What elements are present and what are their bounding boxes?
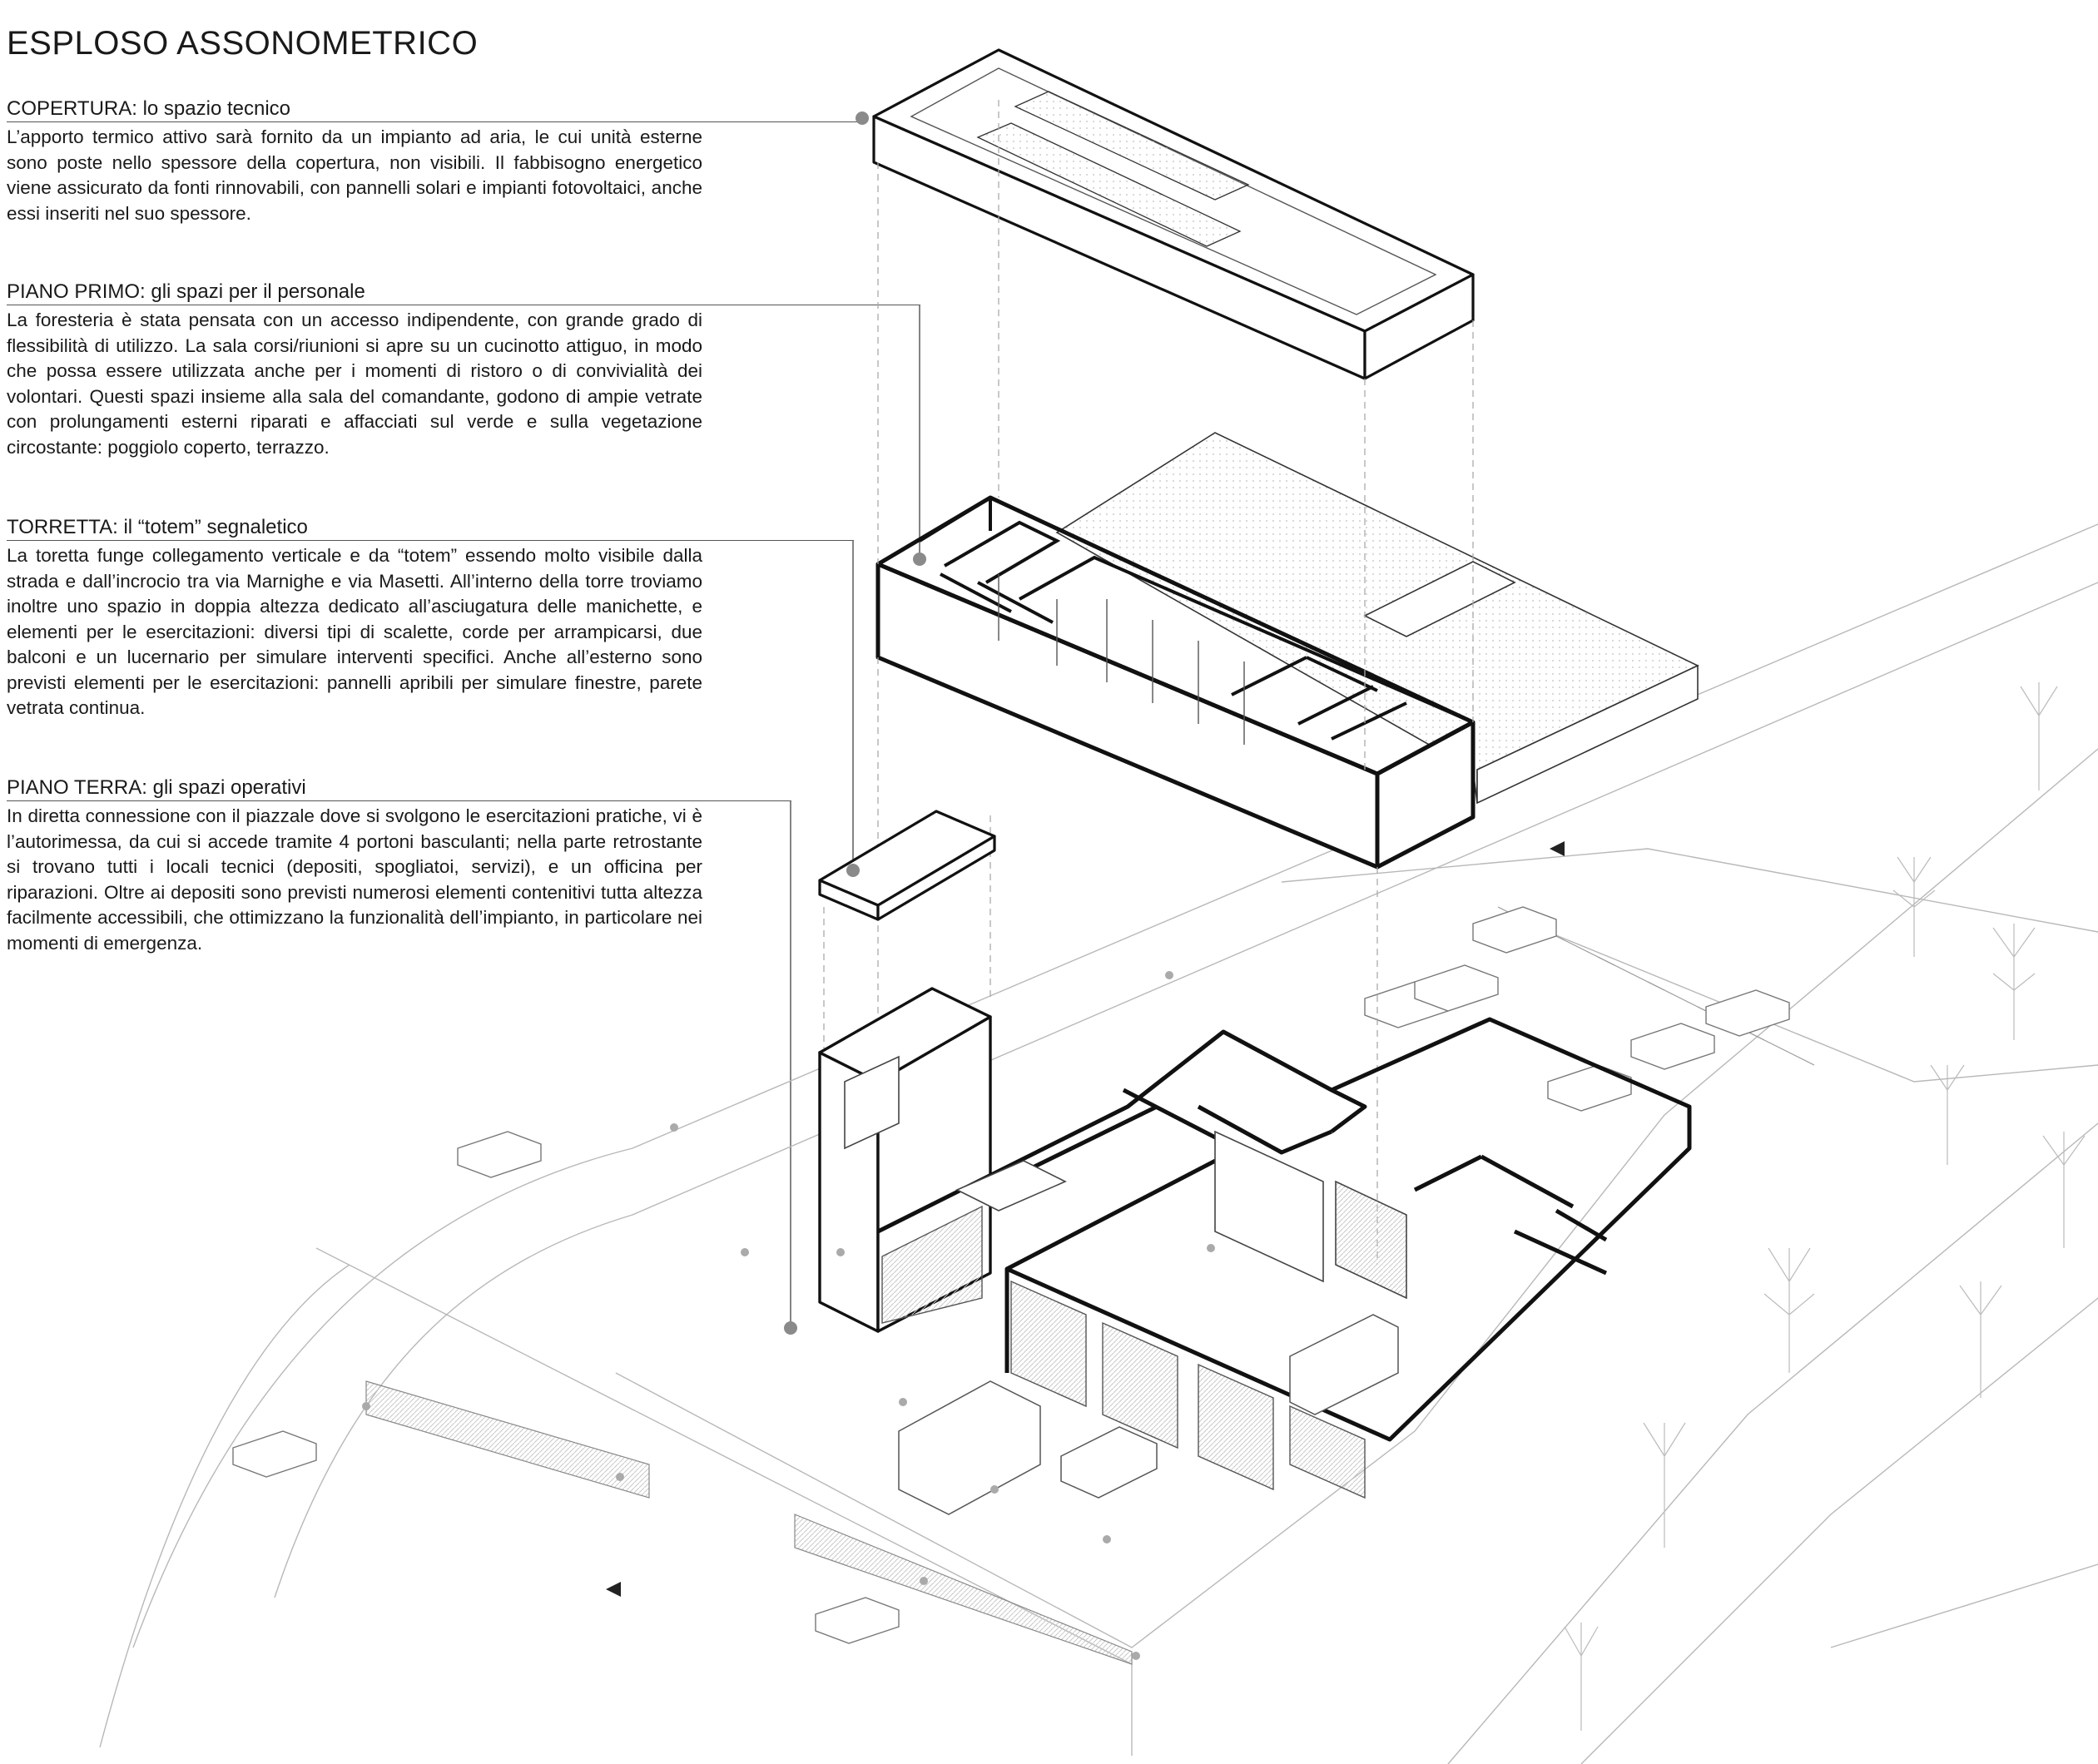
arrow-left-1	[1550, 841, 1565, 856]
car-8	[232, 1430, 317, 1478]
plot-boundary-2	[615, 748, 2098, 1648]
marker-first-floor	[913, 552, 926, 566]
car-9	[815, 1597, 900, 1644]
outer-wall	[876, 1017, 1692, 1442]
garage-door-4	[1289, 1405, 1366, 1499]
inner-wall-5	[1513, 1208, 1608, 1276]
interior-elements	[844, 1055, 1407, 1300]
section-ground-floor: PIANO TERRA: gli spazi operativi In dire…	[7, 775, 791, 956]
garage-door-2	[1102, 1321, 1178, 1449]
plot-boundary	[315, 1247, 1133, 1756]
trees	[1564, 682, 2086, 1731]
section-body: In diretta connessione con il piazzale d…	[7, 805, 702, 954]
section-heading: COPERTURA: lo spazio tecnico	[7, 97, 291, 120]
section-body: La foresteria è stata pensata con un acc…	[7, 310, 702, 458]
page-title: ESPLOSO ASSONOMETRICO	[7, 25, 479, 62]
fire-trucks	[898, 1314, 1399, 1515]
car-4	[1630, 1023, 1715, 1070]
parking-edge	[1281, 848, 2098, 933]
road-edge	[274, 582, 2098, 1598]
car-3	[1414, 964, 1499, 1012]
roof-parapet	[910, 67, 1437, 315]
stair	[955, 1160, 1067, 1212]
garage-doors	[881, 1205, 1366, 1499]
parking-edge-2	[1547, 931, 2098, 1083]
tower-door	[881, 1205, 983, 1324]
section-first-floor: PIANO PRIMO: gli spazi per il personale …	[7, 280, 920, 460]
slope-line-2	[1580, 1297, 2098, 1764]
fire-truck-1	[898, 1380, 1041, 1515]
parked-cars	[232, 906, 1790, 1644]
arrow-left-2	[606, 1582, 621, 1597]
marker-ground-floor	[784, 1321, 797, 1335]
floor-side	[1375, 720, 1476, 870]
inner-wall-2	[1197, 1104, 1332, 1155]
tower-slab	[818, 810, 996, 921]
car-6	[1547, 1064, 1632, 1112]
marker-tower	[846, 864, 860, 877]
panel-row-2	[976, 122, 1242, 247]
car-7	[457, 1131, 542, 1178]
core-block	[1214, 1130, 1324, 1283]
section-tower: TORRETTA: il “totem” segnaletico La tore…	[7, 515, 854, 721]
slope-line-3	[1830, 1563, 2098, 1648]
fences	[365, 1380, 1133, 1665]
people	[362, 971, 1215, 1660]
street-edge	[99, 1264, 350, 1748]
fence-bottom	[794, 1514, 1133, 1665]
car-1	[1472, 906, 1557, 954]
slope-line-1	[1447, 1122, 2098, 1764]
fence-left	[365, 1380, 650, 1499]
balcony-box	[844, 1055, 900, 1150]
garage-door-1	[1010, 1280, 1087, 1408]
inner-wall-3	[1330, 1088, 1367, 1133]
leader-connectors	[790, 305, 920, 1328]
marker-roof	[856, 111, 869, 125]
section-heading: PIANO PRIMO: gli spazi per il personale	[7, 280, 365, 303]
car-5	[1705, 989, 1790, 1037]
shelving	[1335, 1180, 1407, 1300]
first-floor-windows	[998, 574, 1245, 745]
garage-divider	[1005, 1154, 1225, 1271]
section-roof: COPERTURA: lo spazio tecnico L’apporto t…	[7, 97, 862, 226]
leader-line	[7, 121, 862, 122]
fire-truck-2	[1289, 1314, 1399, 1415]
garage-door-3	[1198, 1363, 1274, 1491]
skylight-first-floor	[1363, 561, 1516, 637]
terrace-edge	[1476, 664, 1699, 805]
ground-floor-walls	[876, 1017, 1692, 1442]
leader-line	[7, 540, 854, 541]
inner-wall-4	[1413, 1154, 1575, 1209]
dashed-guides	[823, 100, 1474, 1265]
tower-top	[818, 987, 992, 1083]
section-body: La toretta funge collegamento verticale …	[7, 545, 702, 718]
leader-line	[7, 800, 791, 801]
direction-arrows	[606, 841, 1565, 1597]
panel-row-1	[1014, 91, 1250, 201]
section-heading: TORRETTA: il “totem” segnaletico	[7, 516, 308, 538]
road-curve	[132, 523, 2098, 1648]
section-body: L’apporto termico attivo sarà fornito da…	[7, 126, 702, 224]
solar-panels	[976, 91, 1250, 247]
section-heading: PIANO TERRA: gli spazi operativi	[7, 776, 306, 799]
jeep	[1060, 1426, 1158, 1499]
